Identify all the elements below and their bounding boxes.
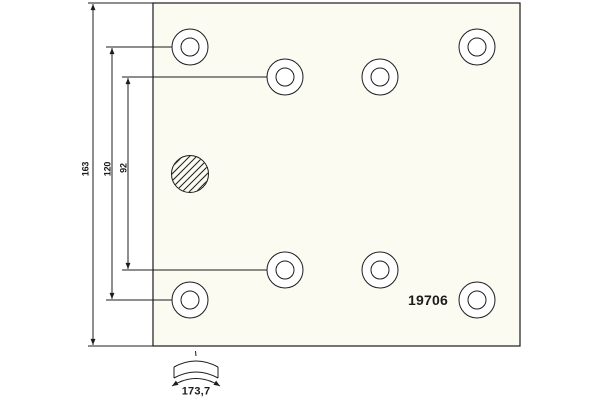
rivet-holes (171, 28, 496, 319)
arc-width-arrow (171, 378, 221, 387)
dim-label-span-inner: 92 (118, 163, 129, 173)
part-number-label: 19706 (408, 292, 448, 308)
dimension-lines (90, 4, 267, 345)
rivet-hole-bottom-left (171, 281, 209, 319)
rivet-hole-lower-mid-right (361, 251, 399, 289)
rivet-hole-bottom-right (458, 281, 496, 319)
rivet-hole-top-right (458, 28, 496, 66)
rivet-hole-upper-mid-right (361, 58, 399, 96)
arc-width-label: 173,7 (181, 385, 211, 398)
rivet-hole-lower-mid-left (266, 251, 304, 289)
ribbon-inner-arc (173, 371, 219, 379)
rivet-hole-upper-mid-left (266, 58, 304, 96)
dim-label-span-outer: 120 (102, 161, 113, 177)
extension-lines (88, 2, 155, 347)
dim-label-height: 163 (80, 161, 91, 177)
center-tick (195, 350, 197, 357)
rivet-hole-top-left (171, 28, 209, 66)
lining-plate (152, 2, 521, 347)
ribbon-outer-arc (173, 360, 219, 368)
arc-section-symbol (171, 350, 221, 387)
